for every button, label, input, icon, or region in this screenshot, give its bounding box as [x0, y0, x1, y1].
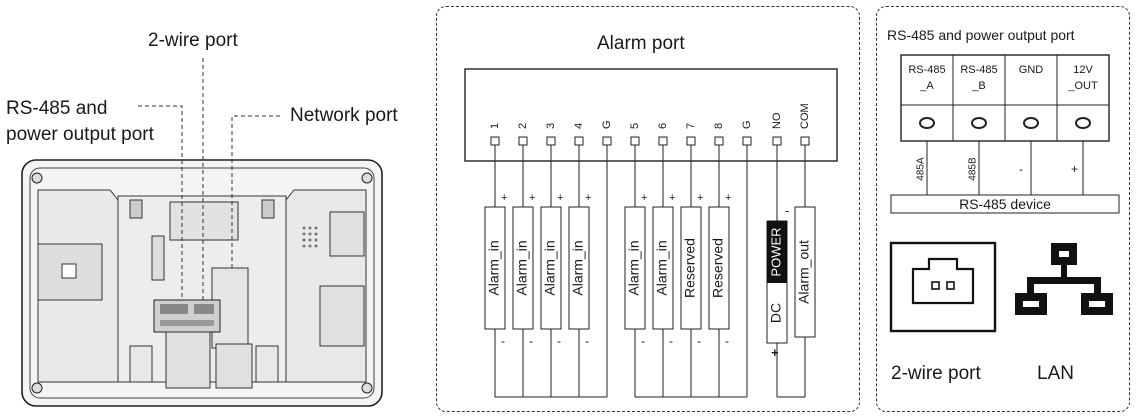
module-plus-2: + — [557, 192, 563, 204]
rs485-port-panel: RS-485 and power output port RS-485 _A 485… — [876, 6, 1130, 412]
lan-caption: LAN — [1037, 363, 1074, 384]
rs485-screw-3 — [1075, 117, 1091, 129]
two-wire-pin-1 — [931, 281, 940, 290]
rs485-wire-label-3: + — [1071, 162, 1078, 176]
module-label-6: Reserved — [682, 238, 698, 298]
rs485-wire-label-0: 485A — [916, 157, 927, 181]
module-label-7: Reserved — [710, 238, 726, 298]
module-label-4: Alarm_in — [626, 240, 642, 295]
module-label-2: Alarm_in — [542, 240, 558, 295]
module-minus-2: - — [557, 334, 561, 348]
pin-terminal-8 — [714, 136, 724, 146]
module-minus-0: - — [501, 334, 505, 348]
two-wire-caption: 2-wire port — [891, 363, 981, 384]
pin-label-6: 6 — [657, 123, 669, 129]
rs485-terminal-label-0-1: RS-485 — [908, 64, 945, 76]
pin-label-3: 4 — [573, 123, 585, 129]
rs485-panel-title: RS-485 and power output port — [887, 27, 1075, 43]
rs485-terminal-label-1-2: _B — [971, 80, 985, 92]
module-label-0: Alarm_in — [486, 240, 502, 295]
rs485-screw-1 — [971, 117, 987, 129]
module-plus-5: + — [669, 192, 675, 204]
rs485-terminal-label-3-1: 12V — [1073, 64, 1093, 76]
pin-label-9: G — [741, 120, 753, 129]
module-minus-1: - — [529, 334, 533, 348]
pin-label-11: COM — [799, 103, 811, 129]
two-wire-pin-2 — [946, 281, 955, 290]
two-wire-port-icon — [889, 241, 997, 333]
pin-terminal-11 — [800, 136, 810, 146]
rs485-terminal-label-3-2: _OUT — [1067, 80, 1098, 92]
rs485-terminal-label-1-1: RS-485 — [960, 64, 997, 76]
device-drawing — [21, 58, 383, 407]
pin-terminal-6 — [658, 136, 668, 146]
two-wire-connector-shape — [911, 257, 975, 305]
module-plus-0: + — [501, 192, 507, 204]
pin-terminal-9 — [742, 136, 752, 146]
power-plus: + — [771, 345, 779, 360]
module-label-1: Alarm_in — [514, 240, 530, 295]
power-label: POWER — [768, 227, 783, 276]
module-label-5: Alarm_in — [654, 240, 670, 295]
module-label-3: Alarm_in — [570, 240, 586, 295]
rs485-port-label: RS-485 and power output port — [6, 96, 154, 148]
rs485-wiring-diagram: RS-485 _A 485A RS-485 _B 485B GND - 12V _OUT + RS-4… — [889, 54, 1120, 333]
module-plus-6: + — [697, 192, 703, 204]
rs485-terminal-label-2-1: GND — [1019, 64, 1044, 76]
pin-terminal-3 — [574, 136, 584, 146]
rs485-wire-label-1: 485B — [968, 157, 979, 181]
rs485-label-line2: power output port — [6, 124, 154, 145]
module-plus-7: + — [725, 192, 731, 204]
pin-terminal-2 — [546, 136, 556, 146]
alarm-terminal-block — [464, 68, 838, 162]
module-plus-1: + — [529, 192, 535, 204]
module-minus-7: - — [725, 334, 729, 348]
module-minus-5: - — [669, 334, 673, 348]
alarm-port-panel: Alarm port 1 2 3 4 G 5 6 7 8 G NO COM Alarm_in + - Alar… — [436, 6, 860, 412]
alarm-wiring-diagram: 1 2 3 4 G 5 6 7 8 G NO COM Alarm_in + - Alarm_in + - Alarm… — [464, 68, 838, 398]
pin-terminal-0 — [490, 136, 500, 146]
rs485-terminal-label-0-2: _A — [919, 80, 934, 92]
module-minus-6: - — [697, 334, 701, 348]
pin-label-8: 8 — [713, 123, 725, 129]
pin-terminal-10 — [772, 136, 782, 146]
pin-terminal-7 — [686, 136, 696, 146]
pin-terminal-5 — [630, 136, 640, 146]
pin-label-2: 3 — [545, 123, 557, 129]
power-minus: - — [785, 203, 789, 218]
rs485-device-box — [890, 194, 1120, 214]
rs485-wire-label-2: - — [1019, 162, 1023, 176]
rs485-screw-2 — [1023, 117, 1039, 129]
device-rear-view: 2-wire port RS-485 and power output port… — [0, 0, 430, 420]
pin-label-4: G — [601, 120, 613, 129]
alarm-out-label: Alarm_out — [796, 240, 812, 304]
pin-label-1: 2 — [517, 123, 529, 129]
rs485-screw-0 — [919, 117, 935, 129]
pin-terminal-4 — [602, 136, 612, 146]
alarm-port-title: Alarm port — [597, 33, 685, 54]
two-wire-port-label: 2-wire port — [148, 30, 238, 51]
network-port-label: Network port — [290, 105, 398, 126]
lan-network-icon — [1015, 243, 1113, 315]
module-plus-4: + — [641, 192, 647, 204]
rs485-device-label: RS-485 device — [959, 196, 1051, 212]
dc-label: DC — [768, 303, 784, 323]
pin-label-10: NO — [771, 112, 783, 129]
module-minus-4: - — [641, 334, 645, 348]
pin-label-5: 5 — [629, 123, 641, 129]
module-plus-3: + — [585, 192, 591, 204]
pin-terminal-1 — [518, 136, 528, 146]
module-minus-3: - — [585, 334, 589, 348]
pin-label-0: 1 — [489, 123, 501, 129]
pin-label-7: 7 — [685, 123, 697, 129]
rs485-label-line1: RS-485 and — [6, 98, 108, 119]
power-label-bg — [767, 221, 787, 283]
